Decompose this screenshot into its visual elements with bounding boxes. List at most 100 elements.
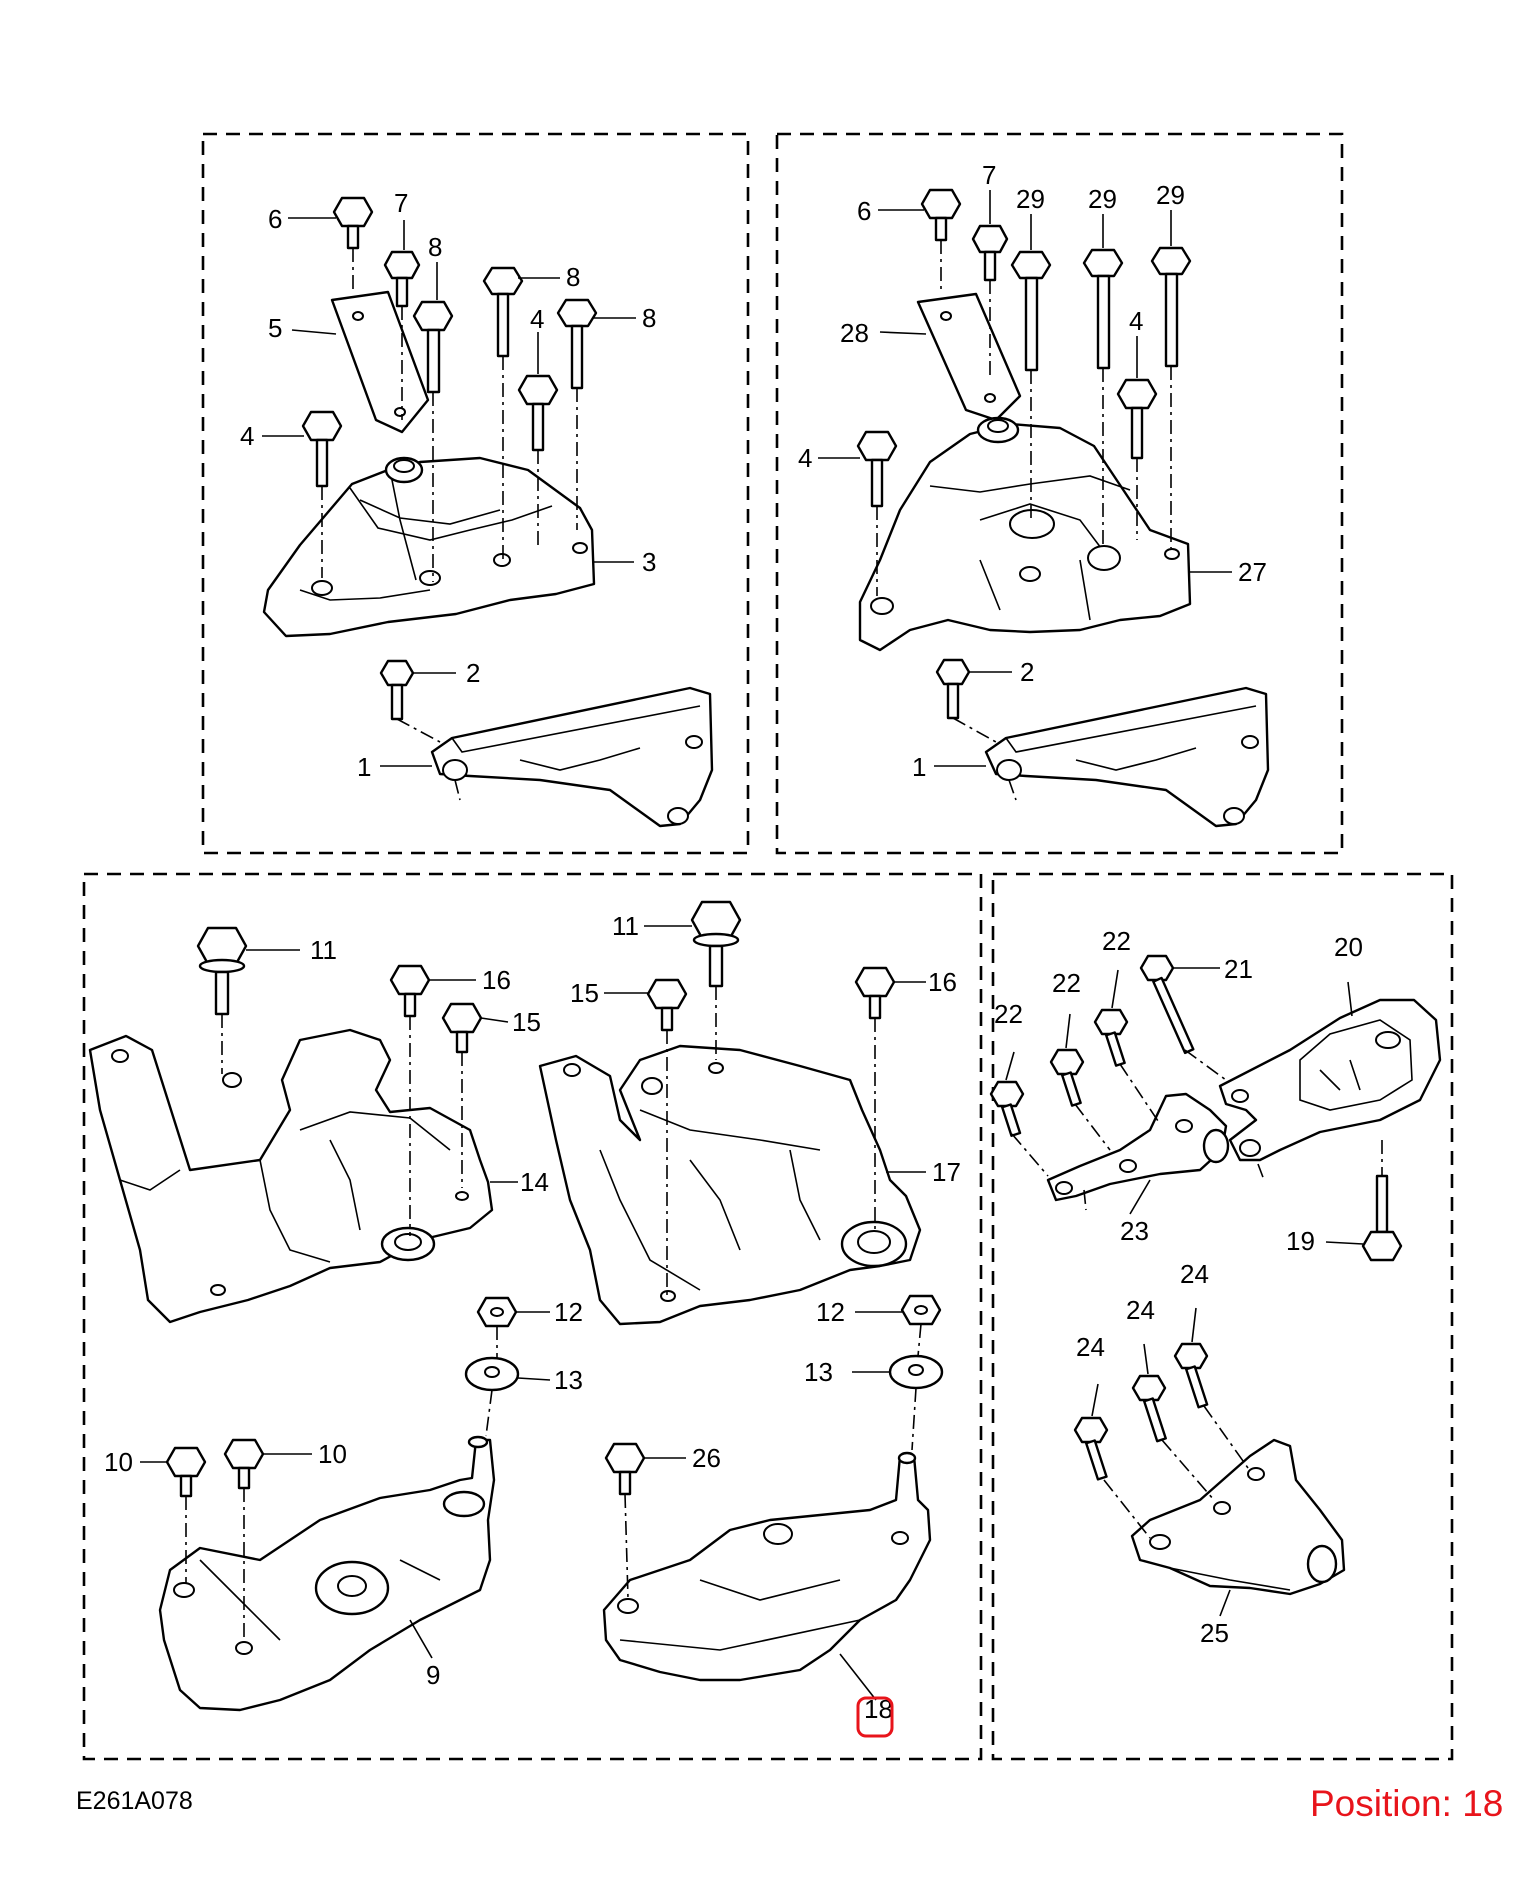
bolt-16-left [389, 964, 431, 1018]
bracket-23 [1046, 1092, 1230, 1202]
group-bottom-right: 22 22 22 21 20 23 19 24 24 24 25 [989, 926, 1442, 1648]
frame-bottom-right [991, 872, 1454, 1761]
nut-12-right [900, 1294, 942, 1326]
bolt-24-a [1073, 1416, 1109, 1481]
callout-22: 22 [994, 999, 1023, 1029]
callout-11: 11 [612, 911, 639, 941]
position-marker [856, 1696, 894, 1738]
bolt-22-b [1049, 1048, 1085, 1107]
position-label: Position: 18 [1310, 1783, 1503, 1824]
callout-15: 15 [570, 978, 599, 1008]
frame-top-right [775, 132, 1344, 855]
washer-13-left [464, 1356, 520, 1392]
nut-12-left [476, 1296, 518, 1328]
bolt-29-b [1082, 248, 1124, 370]
bolt-22-c [1093, 1008, 1129, 1067]
callout-12: 12 [554, 1297, 583, 1327]
bolt-22-a [989, 1080, 1025, 1137]
callout-8: 8 [428, 232, 442, 262]
callout-24: 24 [1126, 1295, 1155, 1325]
callout-10: 10 [104, 1447, 133, 1477]
bolt-4-upper [517, 374, 559, 452]
callout-13: 13 [554, 1365, 583, 1395]
bracket-28 [916, 292, 1022, 422]
engine-mount-14 [88, 1028, 494, 1324]
bolt-16-right [854, 966, 896, 1020]
callout-23: 23 [1120, 1216, 1149, 1246]
bolt-11-right [690, 900, 742, 988]
reference-code: E261A078 [76, 1787, 193, 1815]
callout-27: 27 [1238, 557, 1267, 587]
bolt-24-b [1131, 1374, 1167, 1443]
callout-4: 4 [240, 421, 254, 451]
bolt-19 [1361, 1174, 1403, 1262]
group-top-right: 6 7 29 29 29 28 4 4 27 2 1 [798, 160, 1270, 828]
callout-22: 22 [1052, 968, 1081, 998]
callout-5: 5 [268, 313, 282, 343]
bolt-2-top-right [935, 658, 971, 720]
callout-11: 11 [310, 935, 337, 965]
bolt-29-c [1150, 246, 1192, 368]
bracket-9 [158, 1435, 496, 1712]
callout-7: 7 [982, 160, 996, 190]
callout-14: 14 [520, 1167, 549, 1197]
frame-bottom-left [82, 872, 983, 1761]
callout-28: 28 [840, 318, 869, 348]
bracket-5 [330, 290, 430, 434]
frame-top-left [201, 132, 750, 855]
bolt-4-left [301, 410, 343, 488]
bolt-26 [604, 1442, 646, 1496]
bracket-1-top-right [984, 686, 1270, 828]
bolt-29-a [1010, 250, 1052, 372]
bolt-7-right [971, 224, 1009, 282]
callout-10: 10 [318, 1439, 347, 1469]
engine-mount-27 [858, 416, 1192, 652]
callout-25: 25 [1200, 1618, 1229, 1648]
bolt-10-right [223, 1438, 265, 1490]
callout-16: 16 [482, 965, 511, 995]
bolt-6-right [920, 188, 962, 242]
bolt-21 [1139, 954, 1195, 1055]
callout-8: 8 [566, 262, 580, 292]
callout-20: 20 [1334, 932, 1363, 962]
callout-29: 29 [1016, 184, 1045, 214]
callout-16: 16 [928, 967, 957, 997]
callout-15: 15 [512, 1007, 541, 1037]
callout-13: 13 [804, 1357, 833, 1387]
callout-4: 4 [798, 443, 812, 473]
bolt-10-left [165, 1446, 207, 1498]
bracket-1-top-left [430, 686, 714, 828]
callout-1: 1 [912, 752, 926, 782]
callout-7: 7 [394, 188, 408, 218]
callout-4: 4 [530, 304, 544, 334]
bolt-4-left-right [856, 430, 898, 508]
bolt-15-right [646, 978, 688, 1032]
callout-8: 8 [642, 303, 656, 333]
callout-9: 9 [426, 1660, 440, 1690]
bracket-18 [602, 1451, 932, 1682]
callout-1: 1 [357, 752, 371, 782]
engine-mount-17 [538, 1044, 922, 1326]
callout-26: 26 [692, 1443, 721, 1473]
callout-6: 6 [857, 196, 871, 226]
callout-21: 21 [1224, 954, 1253, 984]
callout-4: 4 [1129, 306, 1143, 336]
callout-24: 24 [1180, 1259, 1209, 1289]
bolt-4-upper-right [1116, 378, 1158, 460]
bolt-11-left [196, 926, 248, 1016]
bolt-6 [332, 196, 374, 250]
callout-29: 29 [1088, 184, 1117, 214]
bolt-15-left [441, 1002, 483, 1054]
group-bottom-left: 11 16 15 14 11 15 16 17 12 13 10 10 9 12… [88, 900, 961, 1738]
callout-12: 12 [816, 1297, 845, 1327]
callout-24: 24 [1076, 1332, 1105, 1362]
bolt-24-c [1173, 1342, 1209, 1409]
bolt-8-right [556, 298, 598, 390]
bracket-25 [1130, 1438, 1346, 1596]
callout-2: 2 [466, 658, 480, 688]
washer-13-right [888, 1354, 944, 1390]
callout-29: 29 [1156, 180, 1185, 210]
callout-2: 2 [1020, 657, 1034, 687]
callout-17: 17 [932, 1157, 961, 1187]
